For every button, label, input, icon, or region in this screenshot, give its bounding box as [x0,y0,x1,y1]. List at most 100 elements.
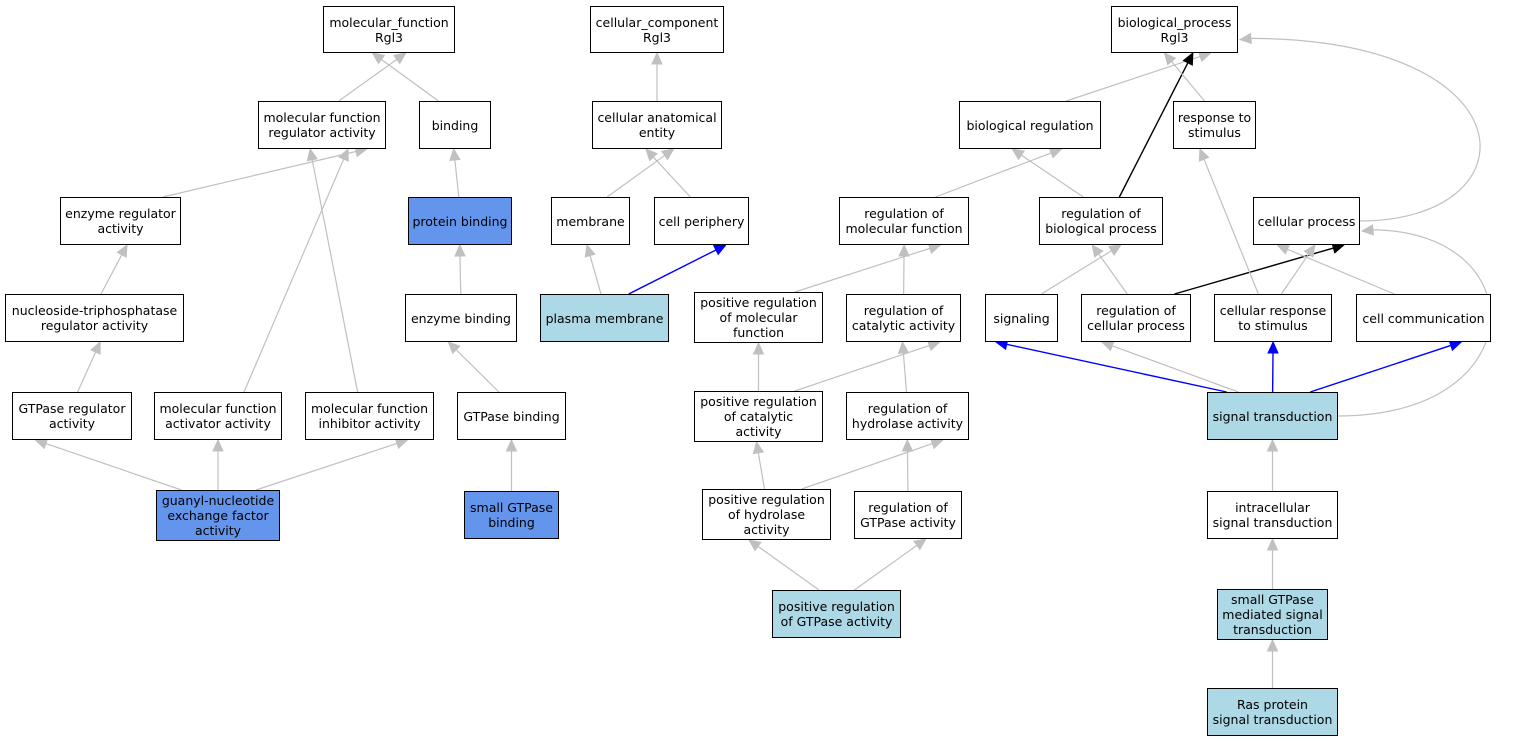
edge-signal-trans-to-cell-comm-arrowhead [1448,340,1463,352]
edge-pos-reg-hydrolase-to-pos-reg-cat-act-arrowhead [752,440,765,455]
node-positive-regulation-of-gtpase-activity[interactable]: positive regulation of GTPase activity [772,590,901,638]
node-regulation-of-gtpase-activity[interactable]: regulation of GTPase activity [854,491,962,539]
node-regulation-of-catalytic-activity[interactable]: regulation of catalytic activity [846,294,961,342]
edge-ntp-reg-act-to-enz-reg-act-arrowhead [116,243,128,258]
edge-signal-trans-to-cell-comm [1310,344,1452,393]
edge-cell-periph-to-cell-anat [652,156,691,198]
edge-plasma-mem-to-membrane-arrowhead [584,243,596,258]
node-plasma-membrane[interactable]: plasma membrane [540,294,669,342]
node-positive-regulation-of-catalytic-activity[interactable]: positive regulation of catalytic activit… [694,391,823,442]
edge-signal-trans-to-cell-proc-arrowhead [1360,224,1375,236]
node-binding[interactable]: binding [419,101,491,149]
node-cellular-component-root[interactable]: cellular_component Rgl3 [590,6,724,53]
edge-pos-reg-mol-func-to-reg-mol-func [794,247,931,293]
edge-reg-gtpase-act-to-reg-hydrolase-arrowhead [901,438,914,452]
edge-reg-hydrolase-to-reg-cat-act [902,352,908,393]
node-molecular-function-root[interactable]: molecular_function Rgl3 [323,6,455,53]
edge-cell-proc-to-bp-root [1250,37,1481,222]
edge-bio-reg-to-bp-root [1065,55,1201,102]
node-ras-protein-signal-transduction[interactable]: Ras protein signal transduction [1207,688,1338,736]
node-biological-process-root[interactable]: biological_process Rgl3 [1111,6,1238,53]
edge-ras-sig-to-small-gtpase-sig-arrowhead [1266,638,1279,652]
edge-protein-binding-to-binding-arrowhead [449,147,461,162]
node-signal-transduction[interactable]: signal transduction [1207,392,1338,440]
node-gtpase-binding[interactable]: GTPase binding [457,392,566,440]
edge-reg-cat-act-to-reg-mol-func-arrowhead [898,243,910,257]
edge-reg-cell-proc-to-reg-bio-proc-arrowhead [1091,244,1104,258]
node-guanyl-nucleotide-exchange-factor-activity[interactable]: guanyl-nucleotide exchange factor activi… [156,490,280,541]
edge-pos-reg-gtpase-to-reg-gtpase-act [854,544,918,591]
edge-mf-inhibitor-to-mf-reg-act-arrowhead [306,147,319,162]
edge-gef-act-to-mf-inhibitor [255,442,398,491]
node-intracellular-signal-transduction[interactable]: intracellular signal transduction [1207,491,1338,539]
edge-pos-reg-cat-act-to-reg-cat-act-arrowhead [927,340,941,352]
node-gtpase-regulator-activity[interactable]: GTPase regulator activity [12,392,132,440]
node-protein-binding[interactable]: protein binding [408,197,512,245]
node-mf-regulator-activity[interactable]: molecular function regulator activity [258,101,386,149]
node-enzyme-binding[interactable]: enzyme binding [405,294,517,342]
node-positive-regulation-of-molecular-function[interactable]: positive regulation of molecular functio… [694,292,823,343]
node-mf-activator-activity[interactable]: molecular function activator activity [154,392,282,440]
edge-cell-resp-stim-to-cell-proc [1280,253,1310,295]
node-cell-communication[interactable]: cell communication [1356,294,1491,342]
edge-enz-reg-act-to-mf-reg-act [162,150,357,198]
edge-pos-reg-gtpase-to-pos-reg-hydrolase [757,545,820,591]
edge-mf-reg-act-to-mf-root [338,58,398,102]
edge-gef-act-to-gtpase-reg-act [45,442,182,491]
edge-signal-trans-to-reg-cell-proc-arrowhead [1100,340,1115,352]
edge-mf-inhibitor-to-mf-reg-act [311,159,359,393]
edge-gtpase-binding-to-enz-binding [455,349,500,393]
edge-reg-cell-proc-to-reg-bio-proc [1098,253,1128,295]
edge-protein-binding-to-binding [454,159,460,198]
edge-pos-reg-hydrolase-to-reg-hydrolase-arrowhead [929,438,944,450]
edge-binding-to-mf-root-arrowhead [371,52,386,65]
node-regulation-of-hydrolase-activity[interactable]: regulation of hydrolase activity [846,392,969,440]
edge-reg-hydrolase-to-reg-cat-act-arrowhead [897,340,910,354]
edge-enz-binding-to-protein-binding-arrowhead [454,243,466,257]
edge-cell-comm-to-cell-proc [1287,248,1395,295]
edge-pos-reg-gtpase-to-reg-gtpase-act-arrowhead [913,538,927,551]
edge-gef-act-to-gtpase-reg-act-arrowhead [34,438,49,450]
edge-cell-anat-to-cc-root-arrowhead [651,51,663,65]
edge-reg-bio-proc-to-bp-root [1118,62,1189,198]
edge-binding-to-mf-root [381,58,439,102]
node-regulation-of-cellular-process[interactable]: regulation of cellular process [1081,294,1191,342]
edge-small-gtpase-sig-to-intra-sig-trans-arrowhead [1266,537,1279,551]
edge-reg-bio-proc-to-bio-reg [1021,154,1084,198]
edge-signal-trans-to-cell-resp-stim-arrowhead [1267,340,1279,354]
edge-membrane-to-cell-anat [606,154,666,198]
edge-gef-act-to-mf-inhibitor-arrowhead [394,438,409,450]
edge-cell-resp-stim-to-cell-proc-arrowhead [1303,244,1316,258]
node-regulation-of-biological-process[interactable]: regulation of biological process [1039,197,1163,245]
node-ntp-regulator-activity[interactable]: nucleoside-triphosphatase regulator acti… [5,294,184,342]
node-enzyme-regulator-activity[interactable]: enzyme regulator activity [60,197,181,245]
node-cellular-process[interactable]: cellular process [1253,197,1360,245]
node-cell-periphery[interactable]: cell periphery [654,197,749,245]
node-response-to-stimulus[interactable]: response to stimulus [1173,101,1256,149]
node-cellular-anatomical-entity[interactable]: cellular anatomical entity [592,101,722,149]
node-signaling[interactable]: signaling [985,294,1058,342]
node-small-gtpase-binding[interactable]: small GTPase binding [464,491,559,539]
node-membrane[interactable]: membrane [551,197,630,245]
node-mf-inhibitor-activity[interactable]: molecular function inhibitor activity [305,392,434,440]
edge-pos-reg-cat-act-to-pos-reg-mol-func-arrowhead [752,341,765,355]
edge-enz-binding-to-protein-binding [459,255,462,295]
edge-signal-trans-to-signaling [1006,343,1227,393]
edge-reg-bio-proc-to-bio-reg-arrowhead [1011,148,1026,161]
edge-reg-mol-func-to-bio-reg [935,152,1052,198]
edge-cell-resp-stim-to-resp-stim [1203,158,1259,295]
node-positive-regulation-of-hydrolase-activity[interactable]: positive regulation of hydrolase activit… [702,489,831,540]
edge-resp-stim-to-bp-root [1171,61,1205,102]
edge-intra-sig-trans-to-signal-trans-arrowhead [1266,438,1279,452]
node-cellular-response-to-stimulus[interactable]: cellular response to stimulus [1214,294,1332,342]
edge-plasma-mem-to-membrane [589,255,602,295]
edge-signaling-to-reg-bio-proc-arrowhead [1108,244,1122,256]
edge-pos-reg-mol-func-to-reg-mol-func-arrowhead [927,243,942,255]
edge-mf-reg-act-to-mf-root-arrowhead [393,52,407,65]
edge-bio-reg-to-bp-root-arrowhead [1197,51,1212,63]
node-small-gtpase-mediated-signal-transduction[interactable]: small GTPase mediated signal transductio… [1217,589,1328,640]
edge-signal-trans-to-reg-cell-proc [1111,345,1239,393]
node-regulation-of-molecular-function[interactable]: regulation of molecular function [839,197,969,245]
node-biological-regulation[interactable]: biological regulation [959,101,1101,149]
